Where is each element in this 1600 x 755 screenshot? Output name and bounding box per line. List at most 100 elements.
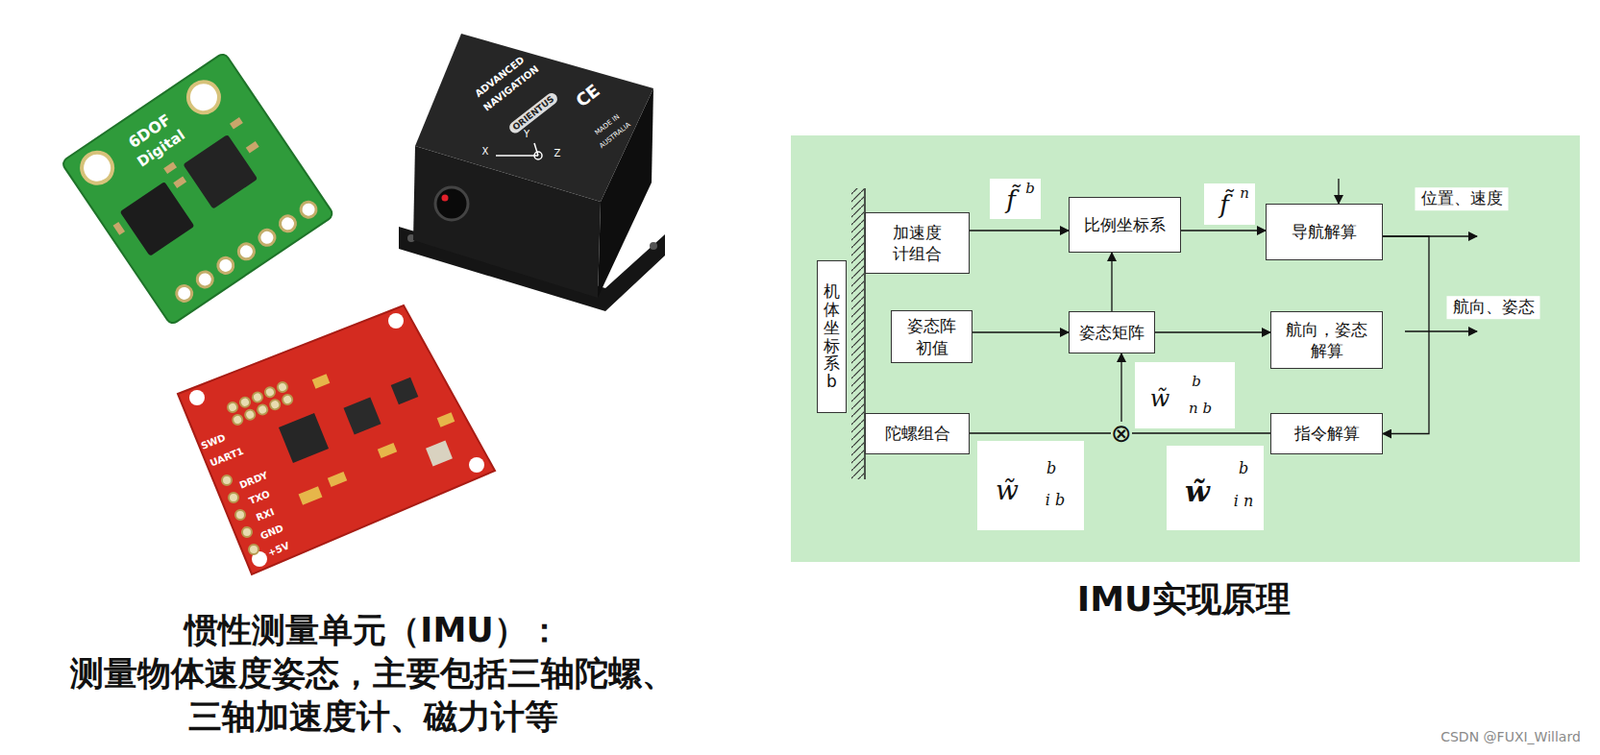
node-text: 航向，姿态解算 bbox=[1284, 319, 1370, 362]
flow-arrow bbox=[1181, 229, 1266, 231]
math-symbol: f̃ bbox=[1219, 191, 1230, 221]
green-pcb bbox=[60, 51, 335, 326]
process-box: 姿态矩阵 bbox=[1068, 311, 1156, 354]
diagram-panel-part bbox=[977, 441, 1084, 531]
process-box: 指令解算 bbox=[1270, 413, 1383, 455]
pin-row-part bbox=[256, 226, 278, 248]
process-box: 航向，姿态解算 bbox=[1270, 311, 1383, 370]
output-label: 位置、速度 bbox=[1415, 187, 1509, 211]
pin-name: UART1 bbox=[208, 445, 246, 469]
pin-name: GND bbox=[258, 522, 285, 542]
pin-row-part bbox=[194, 269, 216, 291]
red-pcb-part bbox=[225, 381, 294, 427]
process-box: 比例坐标系 bbox=[1068, 196, 1182, 253]
green-pcb-part bbox=[163, 162, 177, 175]
node-text: 比例坐标系 bbox=[1083, 214, 1166, 236]
red-pcb-part-part bbox=[250, 391, 264, 404]
axis-icon bbox=[495, 143, 542, 160]
node-text: 导航解算 bbox=[1291, 221, 1357, 243]
orientus-box-part bbox=[649, 242, 658, 250]
red-pcb-part-part bbox=[228, 492, 239, 503]
red-pcb-part bbox=[425, 441, 453, 468]
green-pcb-part bbox=[120, 181, 196, 257]
node-text: 姿态阵初值 bbox=[905, 315, 959, 358]
pin-row-part bbox=[173, 282, 196, 304]
flow-arrow bbox=[969, 432, 1111, 434]
red-pcb-part-part bbox=[281, 393, 295, 406]
axis-icon-part bbox=[495, 154, 539, 157]
red-pcb-part bbox=[327, 471, 347, 488]
red-pcb-part bbox=[437, 412, 456, 427]
model-print: ORIENTUS bbox=[507, 91, 561, 136]
red-pcb-part-part bbox=[221, 475, 232, 486]
flow-arrow bbox=[972, 331, 1069, 333]
math-index: b bbox=[1025, 180, 1035, 197]
red-pcb-part-part bbox=[256, 403, 270, 417]
diagram-panel-part bbox=[1134, 362, 1235, 429]
flow-arrow bbox=[1382, 236, 1429, 435]
math-index: b bbox=[1046, 460, 1057, 478]
flow-arrow bbox=[1132, 432, 1271, 434]
green-pcb-part bbox=[246, 141, 260, 154]
math-symbol: w̃ bbox=[995, 475, 1019, 507]
red-pcb-part-part bbox=[269, 398, 282, 412]
axis-name: Z bbox=[554, 147, 562, 160]
red-pcb-part-part bbox=[275, 381, 289, 394]
mark-print: CE bbox=[572, 80, 605, 112]
green-pcb-part bbox=[60, 51, 335, 326]
diagram-panel-part bbox=[1204, 183, 1256, 225]
red-pcb-part-part bbox=[238, 395, 251, 409]
red-pcb bbox=[177, 305, 495, 575]
green-pcb-part bbox=[182, 134, 258, 210]
caption-heading: IMU实现原理 bbox=[1077, 579, 1291, 619]
frame-box: 机体坐标系b bbox=[816, 260, 847, 414]
axis-name: Y bbox=[523, 128, 530, 141]
node-text: 机体坐标系b bbox=[823, 282, 840, 391]
orientus-box-part bbox=[442, 195, 449, 202]
green-pcb-part bbox=[229, 117, 244, 130]
red-pcb-part bbox=[377, 443, 397, 459]
pin-name: DRDY bbox=[238, 469, 271, 492]
red-pcb-part bbox=[312, 373, 331, 389]
green-pcb-part bbox=[75, 147, 119, 190]
red-pcb-part bbox=[388, 313, 404, 329]
pin-name: +5V bbox=[266, 540, 292, 559]
red-pcb-part-part bbox=[242, 527, 252, 538]
red-pcb-part bbox=[298, 486, 323, 505]
orientus-box bbox=[398, 33, 665, 312]
math-symbol: f̃ bbox=[1006, 186, 1016, 216]
math-symbol: w̃ bbox=[1184, 475, 1210, 510]
pin-row-part bbox=[297, 198, 320, 221]
diagram-panel bbox=[790, 135, 1580, 563]
pin-name: SWD bbox=[199, 432, 228, 453]
red-pcb-part bbox=[278, 413, 329, 464]
watermark: CSDN @FUXI_Willard bbox=[1440, 729, 1581, 745]
diagram-panel-part bbox=[989, 178, 1041, 220]
leader-arrow-part bbox=[1337, 178, 1339, 204]
math-index: n bbox=[1239, 185, 1250, 202]
math-index: b bbox=[1191, 373, 1202, 391]
node-text: 指令解算 bbox=[1294, 422, 1360, 444]
orientus-box-part bbox=[415, 33, 654, 202]
pin-row-part bbox=[276, 213, 298, 235]
red-pcb-part-part bbox=[231, 413, 245, 426]
orientus-box-part bbox=[435, 187, 468, 221]
flow-arrow bbox=[1120, 353, 1122, 422]
math-index: i n bbox=[1233, 492, 1255, 511]
multiply-junction: ⊗ bbox=[1110, 421, 1133, 445]
pin-name: TXO bbox=[246, 488, 271, 507]
pin-row bbox=[173, 198, 320, 304]
math-index: i b bbox=[1045, 492, 1065, 510]
pin-row-part bbox=[235, 241, 257, 263]
leader-arrow-part bbox=[1404, 330, 1477, 332]
math-index: b bbox=[1238, 460, 1249, 478]
math-index: n b bbox=[1188, 400, 1212, 418]
axis-icon-part bbox=[534, 151, 542, 160]
green-pcb-part bbox=[172, 175, 187, 189]
process-box: 陀螺组合 bbox=[864, 413, 970, 455]
process-box: 加速度计组合 bbox=[864, 212, 970, 274]
red-pcb-part-part bbox=[235, 510, 246, 520]
node-text: 陀螺组合 bbox=[885, 422, 951, 444]
diagram-panel-part bbox=[851, 188, 864, 480]
